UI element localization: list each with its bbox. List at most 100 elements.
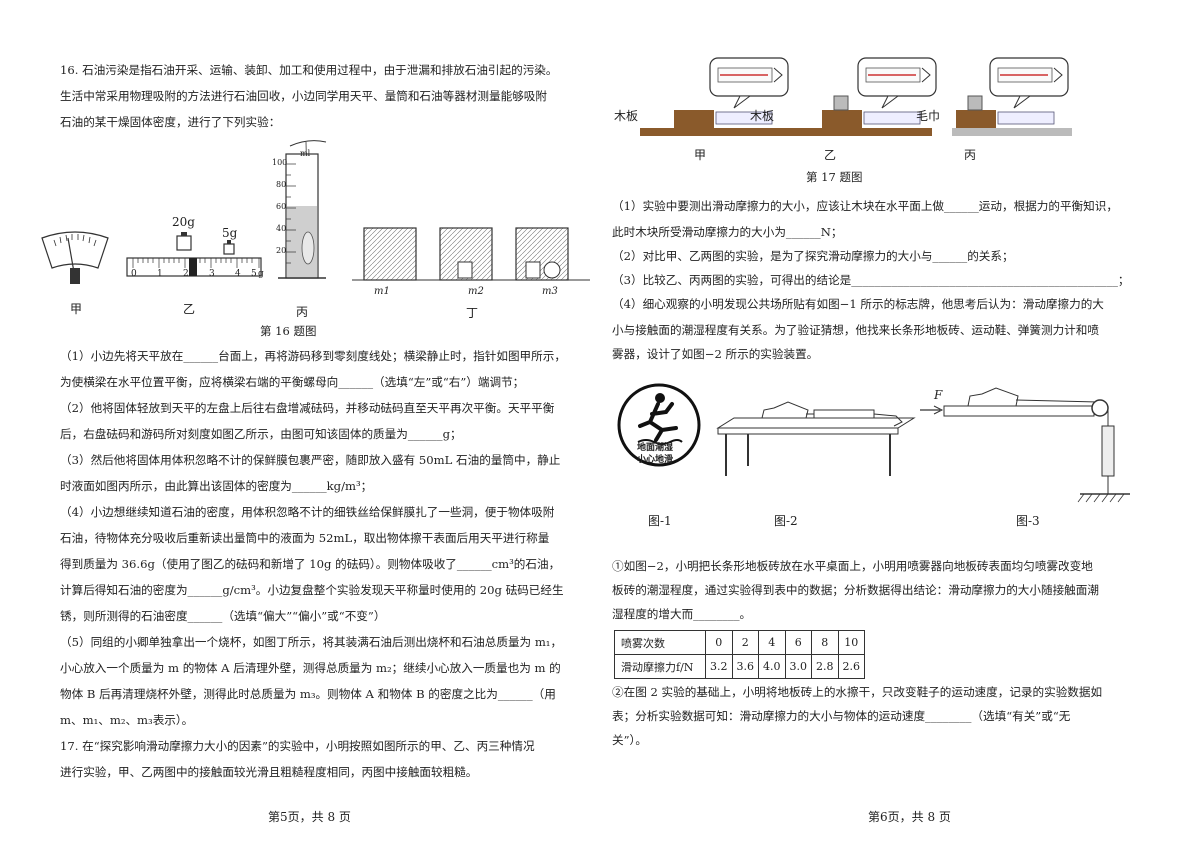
ruler-tick-3: 3 [209,269,215,279]
cylinder-mark-60: 60 [276,202,287,211]
table-header-spray: 喷雾次数 [614,630,706,655]
q16-part-line-3: （2）他将固体轻放到天平的左盘上后往右盘增减砝码，并移动砝码直至天平再次平衡。天… [60,401,555,415]
fig-label-1: 图-1 [648,514,672,528]
fig16-label-jia: 甲 [70,302,83,316]
table-cell: 0 [705,630,733,655]
q17-part-line-7: 雾器，设计了如图−2 所示的实验装置。 [612,347,819,361]
table-row: 滑动摩擦力f/N 3.2 3.6 4.0 3.0 2.8 2.6 [614,654,865,679]
setup-yi [800,57,937,136]
pulley-setup-figure [920,387,1130,503]
cylinder-mark-40: 40 [276,224,287,233]
ruler-tick-5: 5 [251,269,257,279]
q16-line-3: 石油的某干燥固体密度，进行了下列实验： [60,115,281,129]
table-cell: 2.6 [837,654,865,679]
table-cell: 6 [784,630,812,655]
q16-part-line-13: 小心放入一个质量为 m 的物体 A 后清理外壁，测得总质量为 m₂；继续小心放入… [60,661,561,675]
right-page-footer: 第6页，共 8 页 [868,810,951,824]
q16-part-line-2: 为使横梁在水平位置平衡，应将横梁右端的平衡螺母向______（选填“左”或“右”… [60,375,525,389]
q16-part-line-6: 时液面如图丙所示，由此算出该固体的密度为______kg/m³； [60,479,373,493]
fig16-caption: 第 16 题图 [260,324,317,338]
fig16-label-yi: 乙 [183,302,196,316]
cylinder-unit: ml [300,149,311,158]
beaker-label-m2: m2 [468,286,484,297]
sub2-line-1: ②在图 2 实验的基础上，小明将地板砖上的水擦干，只改变鞋子的运动速度，记录的实… [612,685,1103,699]
table-cell: 2.8 [811,654,839,679]
sign-text-slip: 小心地滑 [637,455,674,465]
fig-label-3: 图-3 [1016,514,1040,528]
q17-part-line-1: （1）实验中要测出滑动摩擦力的大小，应该让木块在水平面上做______运动，根据… [612,199,1118,213]
q16-part-line-14: 物体 B 后再清理烧杯外壁，测得此时总质量为 m₃。则物体 A 和物体 B 的密… [60,687,556,701]
cylinder-mark-100: 100 [272,158,288,167]
fig16-label-bing: 丙 [296,305,309,319]
q16-part-line-11: 锈，则所测得的石油密度______（选填“偏大”“偏小”或“不变”） [60,609,386,623]
ruler-unit: g [258,269,264,279]
sub1-line-1: ①如图−2，小明把长条形地板砖放在水平桌面上，小明用喷雾器向地板砖表面均匀喷雾改… [612,559,1093,573]
surface-label-3: 毛巾 [916,109,941,123]
q16-part-line-10: 计算后得知石油的密度为______g/cm³。小边复盘整个实验发现天平称量时使用… [60,583,564,597]
fig17-label-yi: 乙 [824,148,837,162]
q16-part-line-5: （3）然后他将固体用体积忽略不计的保鲜膜包裹严密，随即放入盛有 50mL 石油的… [60,453,561,467]
q16-part-line-4: 后，右盘砝码和游码所对刻度如图乙所示，由图可知该固体的质量为______g； [60,427,462,441]
table-cell: 8 [811,630,839,655]
fig17-caption: 第 17 题图 [806,170,863,184]
q17-part-line-2: 此时木块所受滑动摩擦力的大小为______N； [612,225,843,239]
ruler-tick-0: 0 [131,269,137,279]
sub1-line-3: 湿程度的增大而________。 [612,607,752,621]
q16-part-line-12: （5）同组的小卿单独拿出一个烧杯，如图丁所示，将其装满石油后测出烧杯和石油总质量… [60,635,563,649]
cylinder-mark-20: 20 [276,246,287,255]
q16-line-1: 16. 石油污染是指石油开采、运输、装卸、加工和使用过程中，由于泄漏和排放石油引… [60,63,558,77]
cylinder-mark-80: 80 [276,180,287,189]
setup-jia [640,57,800,136]
table-shoe-setup-figure [716,401,916,476]
sub2-line-2: 表；分析实验数据可知：滑动摩擦力的大小与物体的运动速度________（选填“有… [612,709,1071,723]
right-page: 木板 木板 毛巾 甲 乙 丙 第 17 题图 （1）实验中要测出滑动摩擦力的大小… [600,0,1200,849]
table-cell: 3.2 [705,654,733,679]
q17-part-line-4: （3）比较乙、丙两图的实验，可得出的结论是___________________… [612,273,1130,287]
table-cell: 2 [731,630,759,655]
surface-label-1: 木板 [614,109,639,123]
spray-friction-table: 喷雾次数 0 2 4 6 8 10 滑动摩擦力f/N 3.2 3.6 4.0 3… [614,630,865,679]
balance-pointer-figure [41,231,109,284]
left-page: 16. 石油污染是指石油开采、运输、装卸、加工和使用过程中，由于泄漏和排放石油引… [41,63,590,824]
ruler-tick-1: 1 [157,269,163,279]
q17-line-2: 进行实验，甲、乙两图中的接触面较光滑且粗糙程度相同，丙图中接触面较粗糙。 [60,765,478,779]
table-header-friction: 滑动摩擦力f/N [614,654,706,679]
setup-bing [952,57,1072,136]
ruler-tick-2: 2 [183,269,189,279]
q17-part-line-3: （2）对比甲、乙两图的实验，是为了探究滑动摩擦力的大小与______的关系； [612,249,1014,263]
graduated-cylinder-figure [278,140,327,279]
table-cell: 10 [837,630,865,655]
table-cell: 4 [758,630,786,655]
surface-label-2: 木板 [750,109,775,123]
weight-5g-label: 5g [222,226,238,240]
q16-part-line-15: m、m₁、m₂、m₃表示）。 [60,713,194,727]
left-page-footer: 第5页，共 8 页 [268,810,351,824]
beaker-label-m1: m1 [374,286,390,297]
sub1-line-2: 板砖的潮湿程度，通过实验得到表中的数据；分析数据得出结论：滑动摩擦力的大小随接触… [612,583,1099,597]
q16-part-line-8: 石油，待物体充分吸收后重新读出量筒中的液面为 52mL，取出物体擦干表面后用天平… [60,531,550,545]
fig-label-2: 图-2 [774,514,798,528]
force-label-f: F [934,388,943,402]
wet-floor-sign-icon [617,383,701,467]
fig16-label-ding: 丁 [466,306,479,320]
table-cell: 3.0 [784,654,812,679]
table-cell: 4.0 [758,654,786,679]
weights-ruler-figure [126,232,262,277]
weight-20g-label: 20g [172,215,195,229]
fig17-label-bing: 丙 [964,148,977,162]
table-cell: 3.6 [731,654,759,679]
beakers-figure [352,227,590,281]
q16-part-line-7: （4）小边想继续知道石油的密度，用体积忽略不计的细铁丝给保鲜膜扎了一些洞，便于物… [60,505,555,519]
q17-part-line-5: （4）细心观察的小明发现公共场所贴有如图−1 所示的标志牌，他思考后认为：滑动摩… [612,297,1104,311]
q17-line-1: 17. 在“探究影响滑动摩擦力大小的因素”的实验中，小明按照如图所示的甲、乙、丙… [60,739,535,753]
sub2-line-3: 关”）。 [612,733,647,747]
q16-line-2: 生活中常采用物理吸附的方法进行石油回收，小边同学用天平、量筒和石油等器材测量能够… [60,89,547,103]
q17-part-line-6: 小与接触面的潮湿程度有关系。为了验证猜想，他找来长条形地板砖、运动鞋、弹簧测力计… [612,323,1099,337]
table-row: 喷雾次数 0 2 4 6 8 10 [614,630,865,655]
q16-part-line-1: （1）小边先将天平放在______台面上，再将游码移到零刻度线处；横梁静止时，指… [60,349,566,363]
sign-text-wet: 地面潮湿 [637,443,674,453]
q16-part-line-9: 得到质量为 36.6g（使用了图乙的砝码和新增了 10g 的砝码）。则物体吸收了… [60,557,561,571]
ruler-tick-4: 4 [235,269,241,279]
beaker-label-m3: m3 [542,286,558,297]
fig17-label-jia: 甲 [694,148,707,162]
